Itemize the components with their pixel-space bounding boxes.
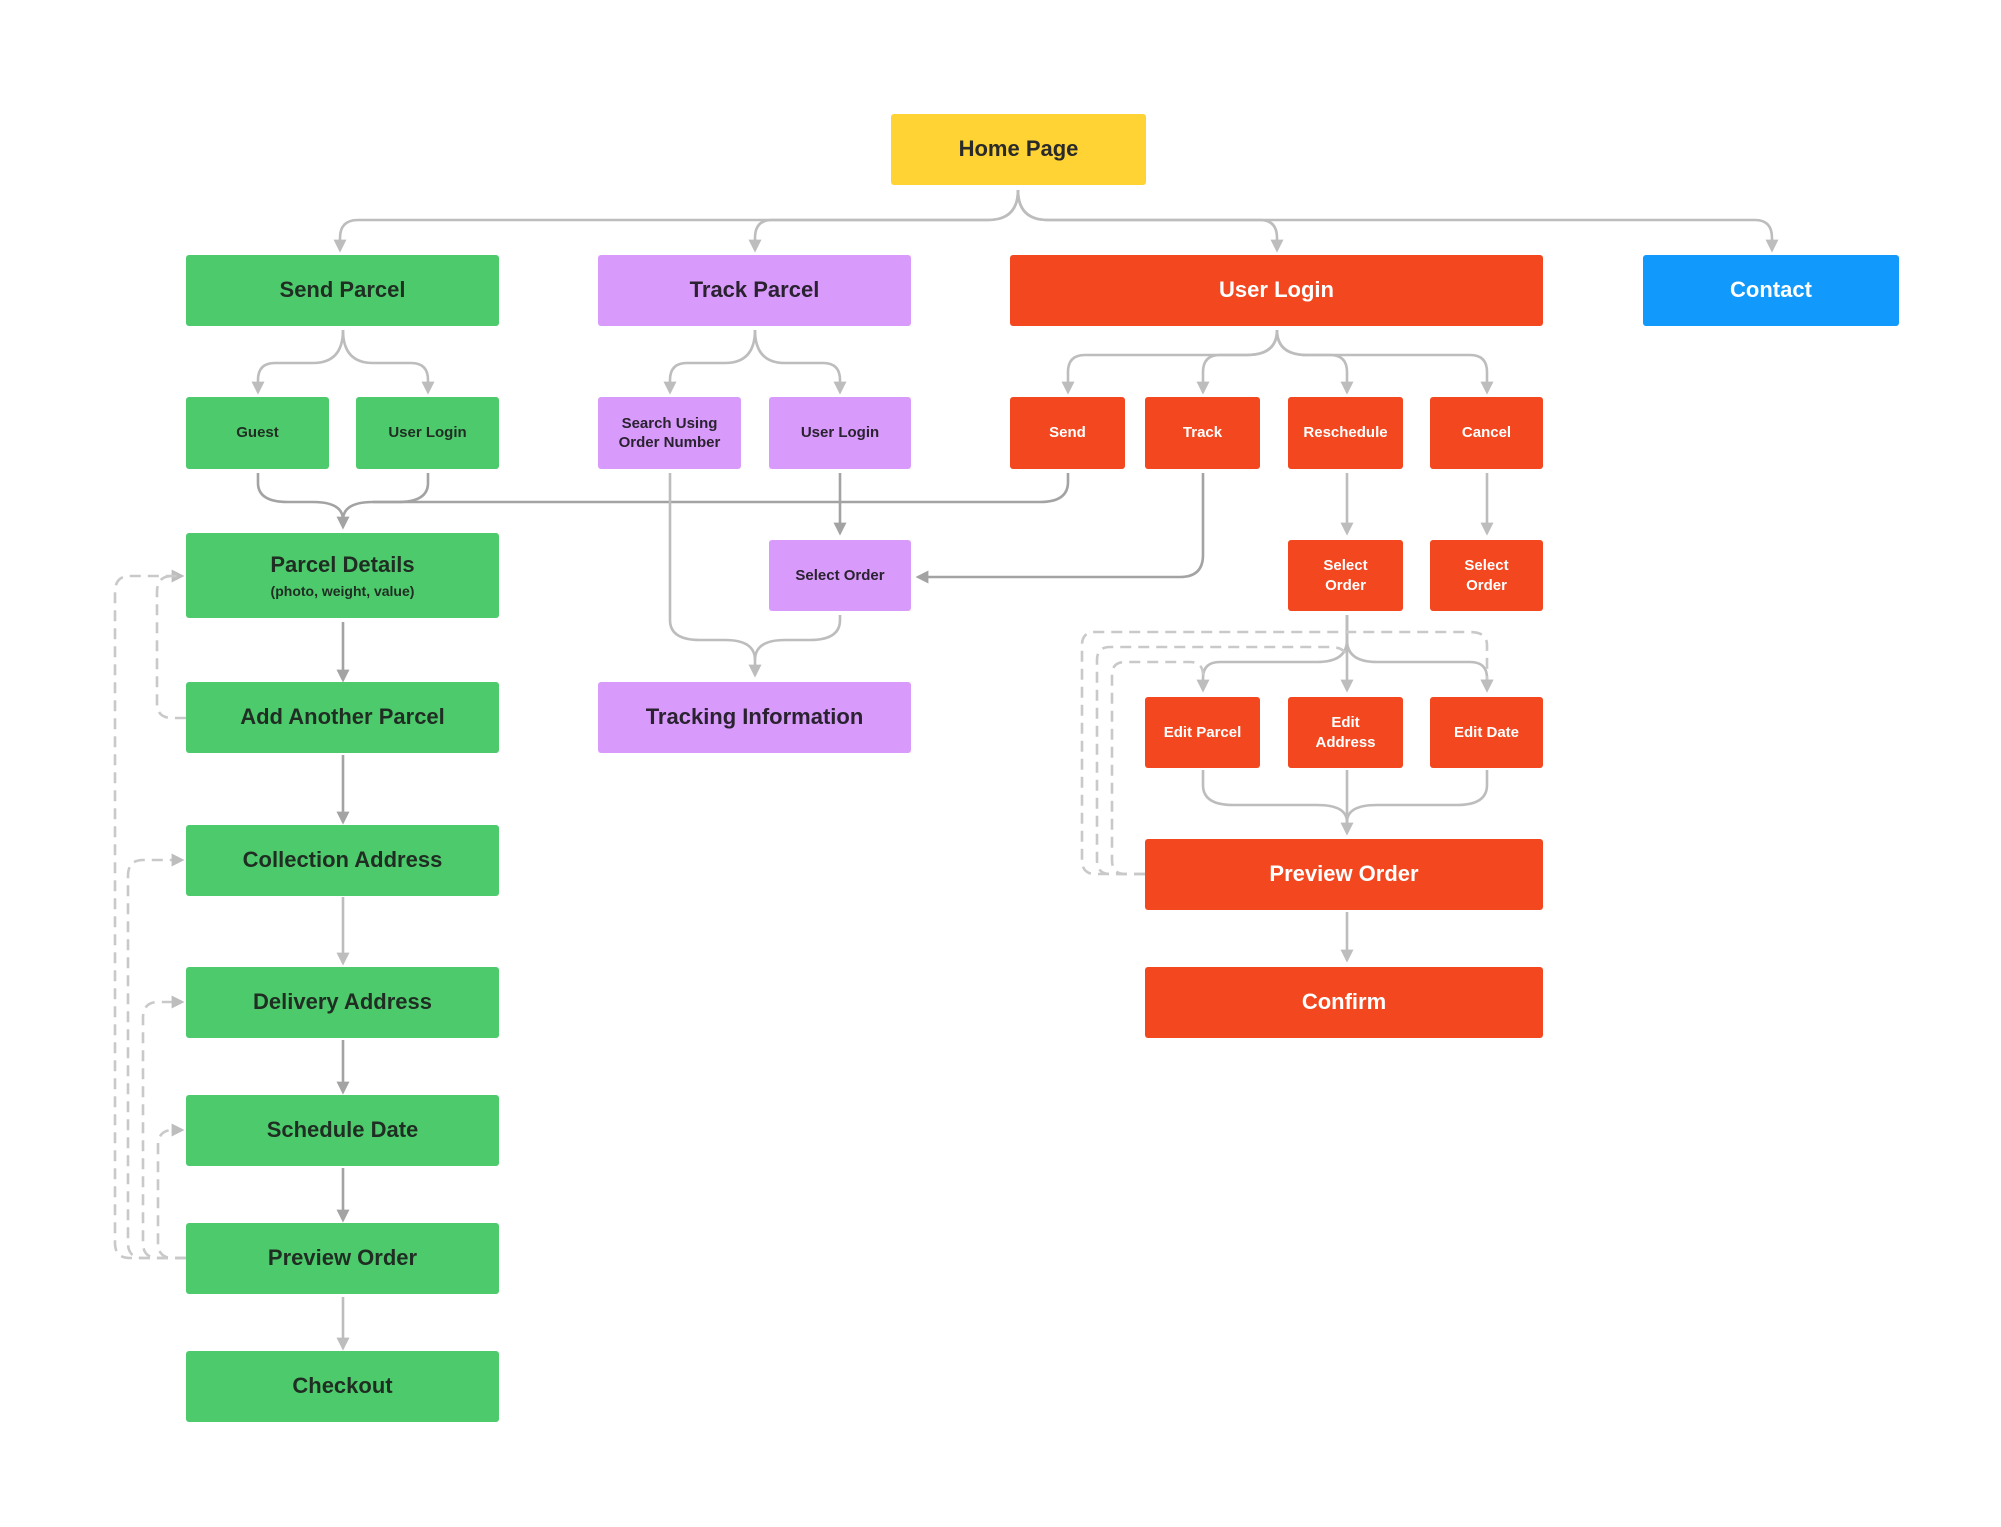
node-label: Edit Parcel: [1163, 723, 1242, 741]
node-send-parcel[interactable]: Send Parcel: [186, 255, 499, 326]
edge-user-login-to-cancel: [1275, 329, 1494, 395]
node-label: Select Order: [795, 566, 885, 584]
node-tracking-information[interactable]: Tracking Information: [598, 682, 911, 753]
node-label: Preview Order: [267, 1245, 418, 1271]
edge-send-to-parcel-details: [373, 473, 1070, 504]
node-label: User Login: [388, 424, 467, 442]
edge-select-order-to-edit-date: [1345, 615, 1494, 693]
node-parcel-details[interactable]: Parcel Details (photo, weight, value): [186, 533, 499, 618]
node-label: Reschedule: [1303, 424, 1388, 442]
node-user-login[interactable]: User Login: [1010, 255, 1543, 326]
node-label: Cancel: [1461, 424, 1512, 442]
node-select-order-track[interactable]: Select Order: [769, 540, 911, 611]
edge-search-to-tracking-info: [668, 473, 762, 678]
edge-loop-preview-to-parcel-details: [113, 574, 186, 1260]
node-delivery-address[interactable]: Delivery Address: [186, 967, 499, 1038]
edge-guest-to-parcel-details: [256, 473, 350, 530]
node-label: Select Order: [1464, 557, 1509, 594]
edge-select-order-to-edit-parcel: [1196, 615, 1349, 693]
node-home-page[interactable]: Home Page: [891, 114, 1146, 185]
node-label: User Login: [1219, 277, 1334, 303]
edge-select-order-to-tracking-info: [753, 615, 842, 661]
node-edit-parcel[interactable]: Edit Parcel: [1145, 697, 1260, 768]
node-label: Add Another Parcel: [240, 704, 445, 730]
node-search-using-order-number[interactable]: Search Using Order Number: [598, 397, 741, 469]
edge-home-to-contact: [1016, 189, 1779, 253]
node-select-order-reschedule[interactable]: Select Order: [1288, 540, 1403, 611]
node-label: Contact: [1730, 277, 1812, 303]
node-label: Delivery Address: [253, 989, 432, 1015]
node-label: Edit Address: [1315, 714, 1376, 751]
edge-user-login-to-reschedule: [1275, 329, 1354, 395]
edge-send-parcel-to-guest: [251, 329, 345, 395]
edge-loop-preview-to-delivery: [141, 995, 186, 1260]
node-send-user-login[interactable]: User Login: [356, 397, 499, 469]
edge-home-to-track-parcel: [748, 189, 1020, 253]
node-track-parcel[interactable]: Track Parcel: [598, 255, 911, 326]
node-collection-address[interactable]: Collection Address: [186, 825, 499, 896]
node-label: Select Order: [1323, 557, 1368, 594]
node-add-another-parcel[interactable]: Add Another Parcel: [186, 682, 499, 753]
node-label: Confirm: [1301, 989, 1387, 1015]
node-checkout[interactable]: Checkout: [186, 1351, 499, 1422]
node-confirm[interactable]: Confirm: [1145, 967, 1543, 1038]
node-track-user-login[interactable]: User Login: [769, 397, 911, 469]
node-label: Send: [1049, 424, 1086, 442]
node-label: Edit Date: [1453, 723, 1519, 741]
node-contact[interactable]: Contact: [1643, 255, 1899, 326]
edge-track-parcel-to-user-login: [753, 329, 847, 395]
edge-send-parcel-to-user-login: [341, 329, 435, 395]
node-label: Search Using Order Number: [618, 414, 721, 452]
node-send[interactable]: Send: [1010, 397, 1125, 469]
edge-loop-preview-to-edit-address: [1095, 645, 1349, 876]
edge-loop-preview-to-edit-parcel: [1110, 660, 1205, 876]
edge-track-parcel-to-search: [663, 329, 757, 395]
edge-user-login-to-send: [1061, 329, 1279, 395]
node-label: Track Parcel: [689, 277, 820, 303]
node-label: Preview Order: [1269, 861, 1419, 887]
edge-loop-add-another-to-parcel-details: [155, 569, 186, 720]
node-label: Checkout: [292, 1373, 393, 1399]
node-label: Guest: [236, 424, 279, 442]
node-cancel[interactable]: Cancel: [1430, 397, 1543, 469]
edge-loop-preview-to-cancel-select: [1080, 630, 1494, 876]
edge-user-login-to-track: [1196, 329, 1279, 395]
node-select-order-cancel[interactable]: Select Order: [1430, 540, 1543, 611]
edge-loop-preview-to-schedule: [156, 1123, 186, 1260]
node-schedule-date[interactable]: Schedule Date: [186, 1095, 499, 1166]
node-edit-date[interactable]: Edit Date: [1430, 697, 1543, 768]
node-label: Parcel Details: [270, 552, 415, 578]
node-label: Send Parcel: [279, 277, 406, 303]
node-label: Collection Address: [242, 847, 443, 873]
node-label: Track: [1182, 424, 1223, 442]
edge-track-to-select-order: [915, 473, 1205, 584]
node-preview-order-user[interactable]: Preview Order: [1145, 839, 1543, 910]
edge-loop-preview-to-collection: [126, 853, 186, 1260]
node-preview-order-send[interactable]: Preview Order: [186, 1223, 499, 1294]
node-guest[interactable]: Guest: [186, 397, 329, 469]
node-label: Tracking Information: [645, 704, 864, 730]
edge-edit-parcel-to-preview-order: [1201, 770, 1354, 836]
edge-send-user-login-to-parcel-details: [341, 473, 430, 521]
node-reschedule[interactable]: Reschedule: [1288, 397, 1403, 469]
node-label: Schedule Date: [266, 1117, 419, 1143]
node-track[interactable]: Track: [1145, 397, 1260, 469]
node-edit-address[interactable]: Edit Address: [1288, 697, 1403, 768]
node-label: Home Page: [958, 136, 1079, 162]
edge-edit-date-to-preview-order: [1345, 770, 1489, 823]
node-sublabel: (photo, weight, value): [270, 582, 415, 599]
node-label: User Login: [800, 424, 880, 442]
